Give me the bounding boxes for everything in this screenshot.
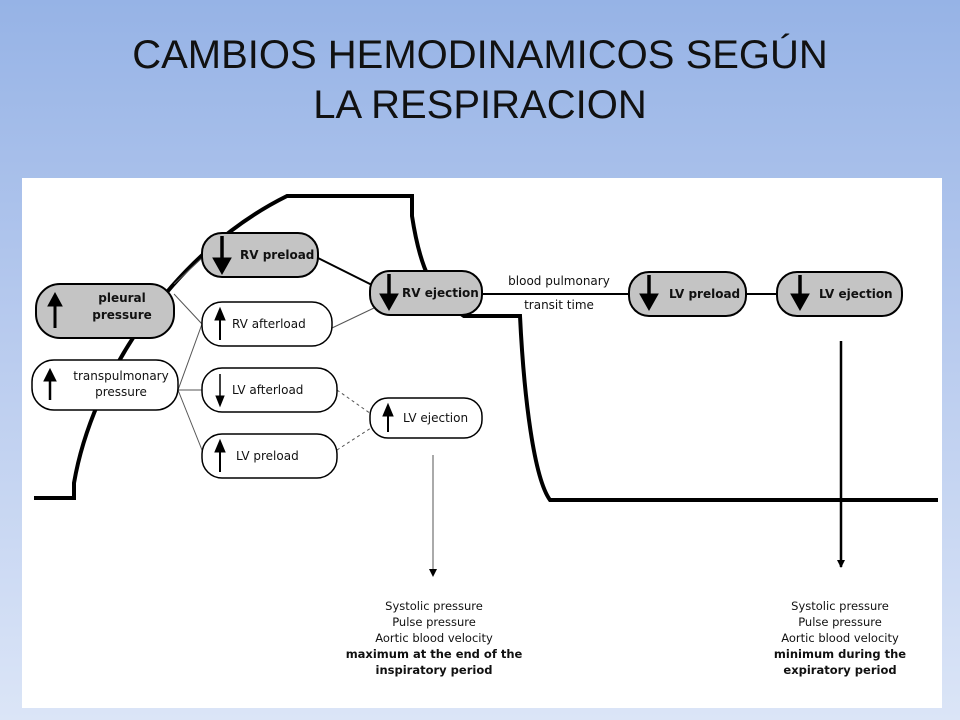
node-rv-ejection-label: RV ejection	[402, 286, 479, 300]
main-path-lines	[317, 257, 777, 295]
note-expiratory-line1: Systolic pressure	[791, 599, 889, 613]
node-pleural-pressure-label: pleural pressure	[74, 290, 170, 324]
node-rv-afterload-label: RV afterload	[232, 317, 306, 331]
note-expiratory-line5: expiratory period	[783, 663, 897, 677]
node-rv-ejection	[369, 270, 483, 316]
node-lv-afterload	[201, 367, 338, 413]
node-lv-preload-right	[628, 271, 747, 317]
pleural-line1: pleural	[98, 291, 146, 305]
node-lv-ejection-mid-label: LV ejection	[403, 411, 469, 425]
slide-title-line2: LA RESPIRACION	[313, 83, 647, 127]
node-rv-preload	[201, 232, 319, 278]
note-inspiratory-line4: maximum at the end of the	[345, 647, 523, 661]
diagram-canvas	[31, 194, 938, 577]
note-expiratory: Systolic pressure Pulse pressure Aortic …	[710, 598, 960, 678]
node-lv-ejection-right-label: LV ejection	[819, 287, 893, 301]
arrow-up-icon	[47, 291, 63, 328]
node-transpulmonary-label: transpulmonary pressure	[66, 368, 176, 400]
note-expiratory-line4: minimum during the	[773, 647, 907, 661]
note-inspiratory-line5: inspiratory period	[375, 663, 493, 677]
arrow-down-icon	[379, 274, 399, 312]
node-lv-preload-right-label: LV preload	[669, 287, 741, 301]
note-inspiratory: Systolic pressure Pulse pressure Aortic …	[304, 598, 564, 678]
transpulmonary-line2: pressure	[95, 385, 147, 399]
arrow-down-icon	[215, 374, 225, 408]
note-expiratory-line2: Pulse pressure	[798, 615, 882, 629]
slide-title: CAMBIOS HEMODINAMICOS SEGÚN LA RESPIRACI…	[0, 30, 960, 130]
transpulmonary-line1: transpulmonary	[73, 369, 169, 383]
note-inspiratory-line1: Systolic pressure	[385, 599, 483, 613]
arrow-down-icon	[639, 275, 659, 312]
note-inspiratory-line3: Aortic blood velocity	[375, 631, 493, 645]
pressure-curve	[34, 194, 938, 502]
node-rv-preload-label: RV preload	[240, 248, 315, 262]
note-inspiratory-line2: Pulse pressure	[392, 615, 476, 629]
arrow-down-icon	[212, 236, 232, 276]
connector-lines	[173, 257, 375, 451]
arrow-up-icon	[214, 306, 226, 340]
node-lv-afterload-label: LV afterload	[232, 383, 304, 397]
slide-title-line1: CAMBIOS HEMODINAMICOS SEGÚN	[132, 33, 828, 77]
direction-arrows	[43, 236, 810, 472]
node-lv-ejection-mid	[369, 397, 483, 439]
arrow-up-icon	[43, 367, 57, 400]
arrow-up-icon	[214, 438, 226, 472]
transit-label-line1: blood pulmonary	[508, 274, 610, 288]
diagram-figure: pleural pressure transpulmonary pressure…	[22, 178, 942, 708]
node-transpulmonary-pressure	[31, 359, 179, 411]
node-pleural-pressure	[35, 283, 175, 339]
transit-label-line2: transit time	[524, 298, 594, 312]
pleural-line2: pressure	[92, 308, 152, 322]
node-lv-preload-left-label: LV preload	[236, 449, 299, 463]
node-rv-afterload	[201, 301, 333, 347]
node-lv-ejection-right	[776, 271, 903, 317]
note-expiratory-line3: Aortic blood velocity	[781, 631, 899, 645]
arrow-up-icon	[382, 402, 394, 432]
arrow-down-icon	[790, 275, 810, 312]
node-lv-preload-left	[201, 433, 338, 479]
